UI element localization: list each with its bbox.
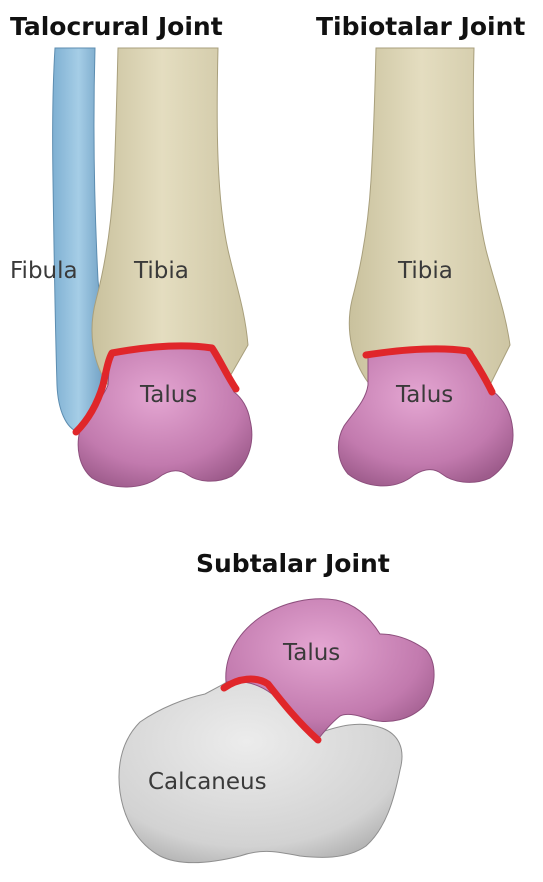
talocrural-title: Talocrural Joint: [10, 12, 223, 41]
subtalar-title: Subtalar Joint: [196, 549, 390, 578]
talus-label: Talus: [395, 382, 453, 408]
fibula-bone: [53, 48, 105, 432]
talus-label: Talus: [139, 382, 197, 408]
tibia-bone: [92, 48, 248, 385]
calcaneus-label: Calcaneus: [148, 769, 267, 795]
tibiotalar-title: Tibiotalar Joint: [316, 12, 525, 41]
tibiotalar-panel: Tibiotalar Joint Tibia Talus: [316, 12, 525, 486]
talus-label: Talus: [282, 640, 340, 666]
fibula-label: Fibula: [10, 258, 78, 284]
tibia-label: Tibia: [133, 258, 189, 284]
subtalar-panel: Subtalar Joint Talus Calcaneus: [119, 549, 434, 863]
tibia-label: Tibia: [397, 258, 453, 284]
tibia-bone: [349, 48, 510, 385]
talocrural-panel: Talocrural Joint Fibula Tibia Talus: [10, 12, 252, 487]
